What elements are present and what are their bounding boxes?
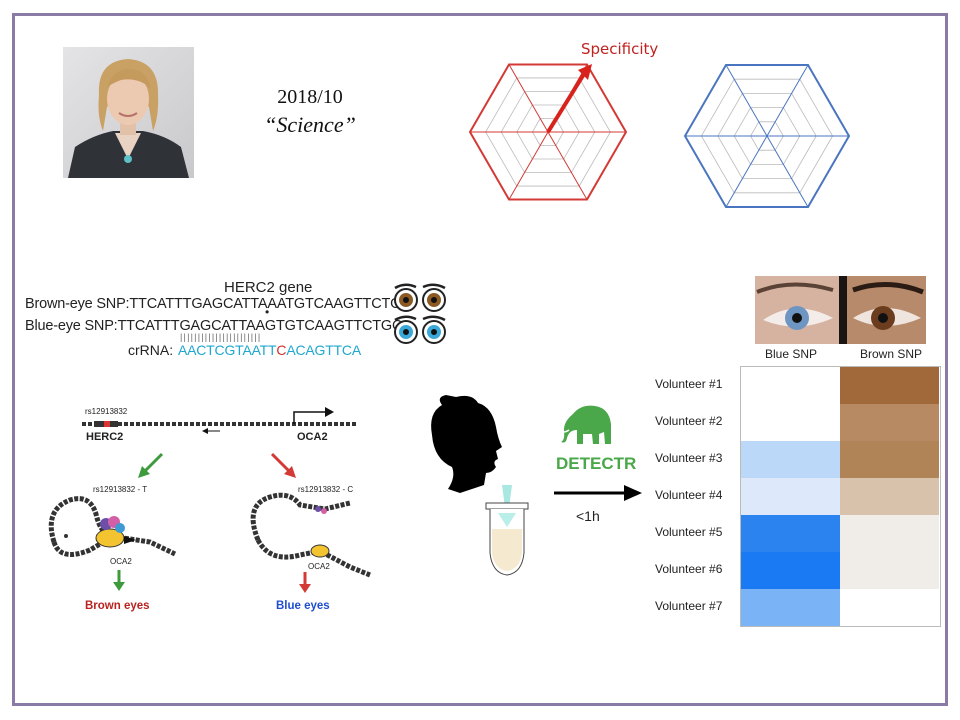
left-loop-snp-label: rs12913832 - T <box>93 485 148 494</box>
person-silhouette-icon <box>431 395 502 493</box>
right-loop-oca2-label: OCA2 <box>308 562 330 571</box>
radar-spoke <box>766 64 809 137</box>
blue-snp-cell <box>741 478 840 515</box>
volunteer-label: Volunteer #7 <box>655 599 723 613</box>
radar-spoke <box>547 131 588 200</box>
green-down-arrow-icon <box>138 452 164 478</box>
right-chromatin-loop <box>250 492 371 578</box>
radar-spoke <box>508 131 549 200</box>
brown-eyes-outcome: Brown eyes <box>85 600 150 612</box>
blue-snp-cell <box>741 367 840 404</box>
crrna-seq-mutation: C <box>276 342 287 358</box>
volunteer-label: Volunteer #4 <box>655 488 723 502</box>
base-pair-ticks: ||||||||||||||||||||||| <box>180 332 262 342</box>
brown-snp-cell <box>840 478 939 515</box>
brown-snp-sequence: TTCATTTGAGCATTAAATGTCAAGTTCTGC <box>129 296 412 312</box>
blue-snp-cell <box>741 515 840 552</box>
crrna-label: crRNA: <box>128 342 174 358</box>
left-loop-oca2-label: OCA2 <box>110 557 132 566</box>
blue-snp-cell <box>741 552 840 589</box>
blue-eyes-icon <box>394 315 446 344</box>
journal-name: “Science” <box>264 112 356 137</box>
brown-snp-row: Brown-eye SNP:TTCATTTGAGCATTAAATGTCAAGTT… <box>25 296 412 312</box>
red-radar-chart <box>468 63 628 201</box>
radar-spoke <box>766 135 809 208</box>
brown-snp-cell <box>840 589 939 626</box>
brown-snp-cell <box>840 404 939 441</box>
brown-snp-label: Brown-eye SNP: <box>25 296 130 312</box>
brown-snp-cell <box>840 515 939 552</box>
oca2-label: OCA2 <box>297 431 328 443</box>
publication-date: 2018/10 <box>277 86 343 108</box>
mammoth-icon <box>558 405 611 444</box>
brown-snp-cell <box>840 367 939 404</box>
portrait-photo <box>63 47 194 178</box>
snp-marker-dot: • <box>265 305 270 319</box>
crrna-sequence: AACTCGTAATTCACAGTTCA <box>178 342 361 358</box>
time-label: <1h <box>576 508 600 524</box>
radar-spoke <box>725 135 768 208</box>
blue-radar-chart <box>683 63 851 209</box>
green-result-arrow-icon <box>113 570 125 591</box>
right-loop-snp-label: rs12913832 - C <box>298 485 354 494</box>
crrna-seq-pre: AACTCGTAATT <box>178 342 277 358</box>
blue-eyes-outcome: Blue eyes <box>276 600 330 612</box>
blue-snp-cell <box>741 441 840 478</box>
volunteer-label: Volunteer #2 <box>655 414 723 428</box>
volunteer-label: Volunteer #5 <box>655 525 723 539</box>
specificity-label: Specificity <box>581 40 659 58</box>
snp-id-label: rs12913832 <box>85 407 128 416</box>
red-down-arrow-icon <box>270 452 296 478</box>
brown-eyes-icon <box>394 283 446 312</box>
herc2-label: HERC2 <box>86 431 124 443</box>
herc2-gene-title: HERC2 gene <box>224 279 313 296</box>
sample-tube-icon <box>485 485 529 576</box>
brown-snp-column-header: Brown SNP <box>860 347 923 361</box>
radar-spoke <box>508 64 549 133</box>
blue-snp-sequence: TTCATTTGAGCATTAAGTGTCAAGTTCTGC <box>117 318 403 334</box>
volunteer-label: Volunteer #6 <box>655 562 723 576</box>
detectr-label: DETECTR <box>556 454 637 473</box>
right-arrow-icon <box>554 485 642 501</box>
blue-snp-column-header: Blue SNP <box>765 347 818 361</box>
slide-frame <box>12 13 948 706</box>
left-chromatin-loop <box>48 496 177 557</box>
crrna-seq-post: ACAGTTCA <box>286 342 361 358</box>
blue-snp-label: Blue-eye SNP: <box>25 318 118 334</box>
volunteer-label: Volunteer #3 <box>655 451 723 465</box>
red-result-arrow-icon <box>299 572 311 593</box>
brown-snp-cell <box>840 441 939 478</box>
gene-map-chromatin <box>82 407 357 434</box>
snp-heatmap <box>740 366 941 627</box>
blue-snp-row: Blue-eye SNP:TTCATTTGAGCATTAAGTGTCAAGTTC… <box>25 318 402 334</box>
blue-snp-cell <box>741 404 840 441</box>
eyes-photo <box>755 276 926 344</box>
brown-snp-cell <box>840 552 939 589</box>
blue-snp-cell <box>741 589 840 626</box>
volunteer-label: Volunteer #1 <box>655 377 723 391</box>
radar-spoke <box>725 64 768 137</box>
